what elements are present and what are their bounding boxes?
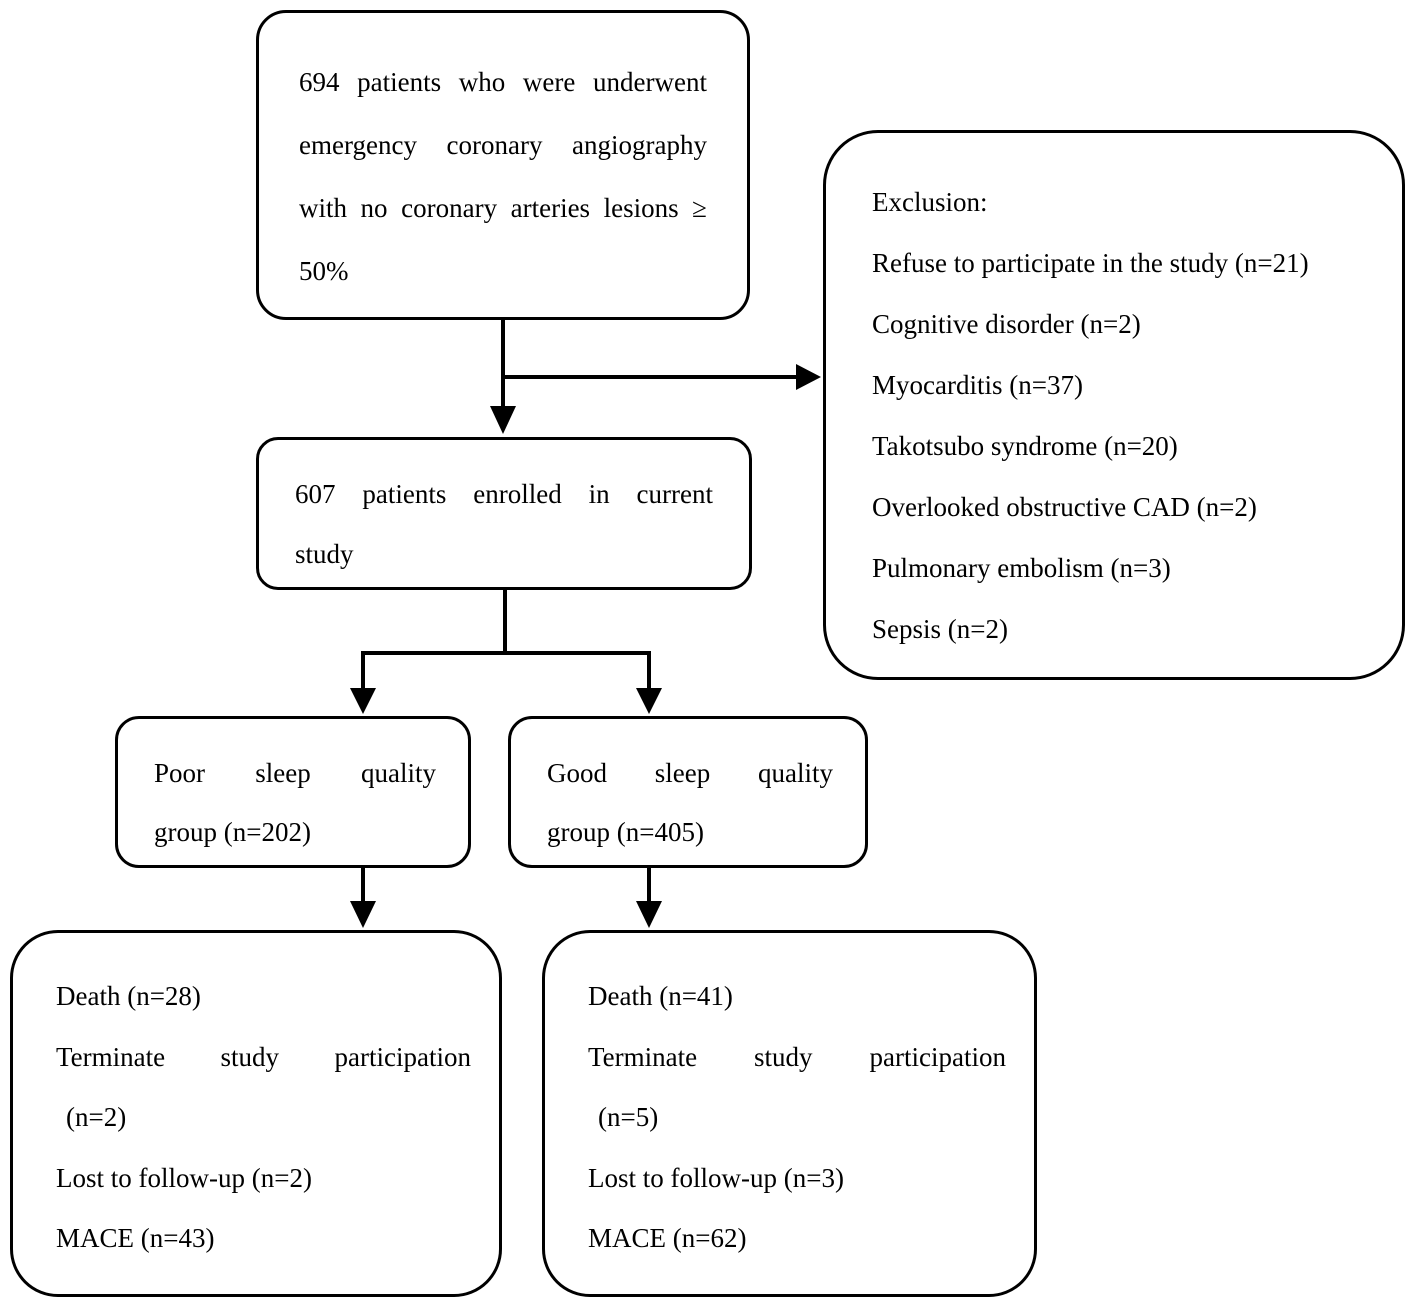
box-initial-cohort: 694 patients who were underwent emergenc… (256, 10, 750, 320)
box-good-group-outcomes: Death (n=41) Terminate study participati… (542, 930, 1037, 1297)
enrolled-line: 607 patients enrolled in current (295, 479, 713, 509)
exclusion-title: Exclusion: (872, 187, 988, 217)
initial-cohort-line: 694 patients who were underwent (299, 67, 707, 97)
exclusion-item: Cognitive disorder (n=2) (872, 309, 1141, 339)
exclusion-item: Refuse to participate in the study (n=21… (872, 248, 1309, 278)
good-outcome-line: (n=5) (598, 1102, 659, 1132)
arrow-to-poor-group (350, 651, 376, 714)
box-good-sleep-group: Good sleep quality group (n=405) (508, 716, 868, 868)
arrow-initial-to-enrolled (490, 320, 516, 434)
good-outcome-line: Terminate study participation (588, 1041, 1006, 1072)
exclusion-item: Takotsubo syndrome (n=20) (872, 431, 1178, 461)
connector-enrolled-branch (363, 590, 649, 655)
arrow-poor-to-outcomes (350, 868, 376, 928)
initial-cohort-line: 50% (299, 256, 349, 286)
exclusion-item: Sepsis (n=2) (872, 614, 1008, 644)
arrow-to-exclusion (505, 364, 821, 390)
good-outcome-line: Lost to follow-up (n=3) (588, 1162, 844, 1193)
enrolled-line: study (295, 539, 354, 569)
box-exclusion: Exclusion: Refuse to participate in the … (823, 130, 1405, 680)
exclusion-item: Pulmonary embolism (n=3) (872, 553, 1171, 583)
good-outcome-line: Death (n=41) (588, 981, 733, 1011)
poor-group-line: group (n=202) (154, 817, 311, 847)
poor-outcome-line: MACE (n=43) (56, 1223, 215, 1253)
exclusion-item: Overlooked obstructive CAD (n=2) (872, 492, 1257, 522)
poor-group-line: Poor sleep quality (154, 758, 436, 788)
good-group-line: group (n=405) (547, 817, 704, 847)
arrow-good-to-outcomes (636, 868, 662, 928)
poor-outcome-line: (n=2) (66, 1102, 127, 1132)
arrow-to-good-group (636, 651, 662, 714)
good-group-line: Good sleep quality (547, 758, 833, 788)
initial-cohort-line: with no coronary arteries lesions ≥ (299, 193, 707, 223)
box-poor-group-outcomes: Death (n=28) Terminate study participati… (10, 930, 502, 1297)
initial-cohort-line: emergency coronary angiography (299, 130, 707, 160)
poor-outcome-line: Lost to follow-up (n=2) (56, 1162, 312, 1193)
poor-outcome-line: Death (n=28) (56, 981, 201, 1011)
poor-outcome-line: Terminate study participation (56, 1041, 471, 1072)
exclusion-item: Myocarditis (n=37) (872, 370, 1083, 400)
box-poor-sleep-group: Poor sleep quality group (n=202) (115, 716, 471, 868)
good-outcome-line: MACE (n=62) (588, 1223, 747, 1253)
box-enrolled: 607 patients enrolled in current study (256, 437, 752, 590)
